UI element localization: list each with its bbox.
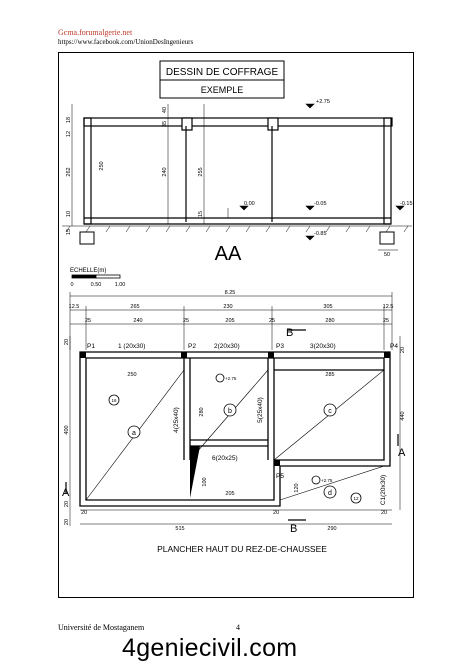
plan-dim-250: 250 — [127, 372, 136, 378]
scale-label: ECHELLE(m) — [70, 268, 106, 274]
beam-2: 2(20x30) — [214, 343, 240, 350]
section-mark-b-bottom: B — [290, 523, 297, 535]
elev-right: -0.15 — [400, 201, 413, 207]
post-p5: P5 — [276, 473, 284, 480]
plan-dim-right-20: 20 — [400, 347, 406, 353]
plan-second-2: 25 — [183, 318, 189, 324]
post-p4: P4 — [390, 343, 398, 350]
plan-second-0: 25 — [85, 318, 91, 324]
elev-ground: -0.05 — [314, 201, 327, 207]
plan-dim-20b: 20 — [273, 510, 279, 516]
plan-dim-left-400: 400 — [64, 425, 70, 434]
scale-tick-1: 0.50 — [91, 282, 102, 288]
plan-second-1: 240 — [133, 318, 142, 324]
brand-logo: 4geniecivil.com — [122, 634, 298, 662]
plan-dim-290: 290 — [327, 526, 336, 532]
plan-elev-2: +2.75 — [321, 478, 333, 483]
plan-second-4: 25 — [269, 318, 275, 324]
plan-dim-20c: 20 — [381, 510, 387, 516]
sec-dim-inner-a: 40 — [162, 107, 168, 113]
plan-overall: 8.25 — [225, 290, 236, 296]
plan-second-3: 205 — [225, 318, 234, 324]
plan-dim-120: 120 — [294, 483, 300, 492]
sec-dim-inner-h2: 240 — [162, 167, 168, 176]
drawing-subtitle: EXEMPLE — [201, 85, 244, 95]
plan-dim-left-20b: 20 — [64, 501, 70, 507]
plan-top-4: 12.5 — [383, 304, 394, 310]
section-mark-b-top: B — [286, 327, 293, 339]
beam-3: 3(20x30) — [310, 343, 336, 350]
scale-tick-0: 0 — [70, 282, 73, 288]
sec-dim-left-b: 12 — [66, 131, 72, 137]
page-number: 4 — [236, 623, 240, 632]
sec-dim-inner-c: 15 — [198, 211, 204, 217]
slab-a-thickness: 16 — [111, 398, 117, 403]
slab-d: d — [328, 490, 332, 497]
plan-second-5: 280 — [325, 318, 334, 324]
sec-dim-left-h: 262 — [66, 167, 72, 176]
plan-title: PLANCHER HAUT DU REZ-DE-CHAUSSEE — [157, 544, 327, 554]
section-label-aa: AA — [215, 243, 242, 265]
drawing-title: DESSIN DE COFFRAGE — [166, 67, 279, 78]
beam-6: 6(20x25) — [212, 455, 238, 462]
post-p1: P1 — [87, 343, 95, 350]
site-url: Gcma.forumalgerie.net — [58, 28, 133, 37]
beam-4: 4(25x40) — [173, 407, 180, 433]
plan-dim-100: 100 — [202, 477, 208, 486]
plan-dim-right-440: 440 — [400, 411, 406, 420]
floor-plan: 8.25 12.5 265 230 305 12.5 25 240 25 205… — [62, 290, 406, 535]
beam-5: 5(25x40) — [257, 397, 264, 423]
plan-top-0: 12.5 — [69, 304, 80, 310]
plan-dim-280: 280 — [199, 407, 205, 416]
sec-dim-left-a: 18 — [66, 117, 72, 123]
beam-c1: C1(20x30) — [380, 475, 387, 505]
plan-dim-515: 515 — [175, 526, 184, 532]
slab-d-thickness: 12 — [353, 496, 359, 501]
elev-found: -0.85 — [314, 231, 327, 237]
plan-dim-left-20c: 20 — [64, 519, 70, 525]
post-p2: P2 — [188, 343, 196, 350]
plan-dim-left-20a: 20 — [64, 339, 70, 345]
beam-1: 1 (20x30) — [118, 343, 145, 350]
slab-a: a — [132, 430, 136, 437]
drawing-frame — [58, 52, 414, 598]
slab-b: b — [228, 408, 232, 415]
sec-dim-inner-h3: 255 — [198, 167, 204, 176]
plan-top-3: 305 — [323, 304, 332, 310]
sec-dim-inner-h1: 250 — [99, 161, 105, 170]
plan-dim-285: 285 — [325, 372, 334, 378]
scale-tick-2: 1.00 — [115, 282, 126, 288]
sec-dim-left-d: 15 — [66, 229, 72, 235]
elev-floor: 0.00 — [244, 201, 255, 207]
plan-top-2: 230 — [223, 304, 232, 310]
facebook-url: https://www.facebook.com/UnionDesIngenie… — [58, 38, 194, 46]
section-aa: 18 12 262 10 15 250 40 35 240 255 15 +2.… — [62, 99, 413, 258]
section-mark-a-left: A — [62, 487, 70, 499]
elev-top: +2.75 — [316, 99, 330, 105]
plan-second-6: 25 — [383, 318, 389, 324]
footer-university: Université de Mostaganem — [58, 623, 145, 632]
slab-c: c — [328, 408, 332, 415]
plan-dim-205: 205 — [225, 491, 234, 497]
post-p3: P3 — [276, 343, 284, 350]
plan-dim-20a: 20 — [81, 510, 87, 516]
sec-dim-left-c: 10 — [66, 211, 72, 217]
plan-top-1: 265 — [130, 304, 139, 310]
sec-dim-inner-b: 35 — [162, 121, 168, 127]
plan-elev-1: +2.75 — [225, 376, 237, 381]
section-mark-a-right: A — [398, 447, 406, 459]
footing-width: 50 — [384, 252, 390, 258]
